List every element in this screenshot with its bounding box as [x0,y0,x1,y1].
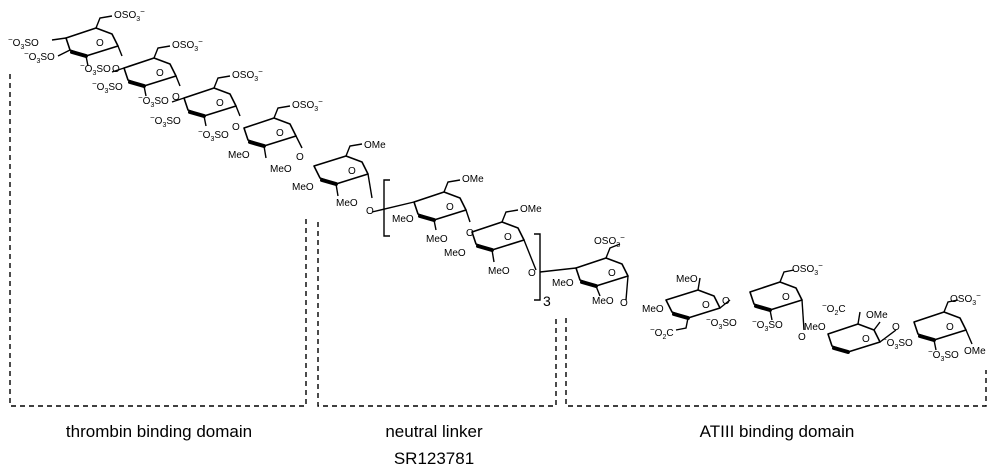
glycosidic-oxygen-label: O [620,298,628,309]
glycosidic-oxygen-label: O [528,268,536,279]
o3so-label: −O3SO [150,113,181,129]
ring-oxygen-label: O [348,166,356,177]
ring-8 [539,243,629,301]
domain-bracket-linker [317,222,557,407]
glycosidic-oxygen-label: O [172,92,180,103]
thrombin-domain-label: thrombin binding domain [66,422,252,441]
ome-label: OMe [462,174,484,185]
atom-labels: OSO3− −O3SO −O3SO O −O3SO O OSO3− O −O3S… [8,7,986,363]
ring-3 [171,75,241,127]
meo-label: MeO [804,322,826,333]
ring-6 [371,179,471,231]
glycosidic-oxygen-label: O [798,332,806,343]
o3so-label: −O3SO [882,335,913,351]
glycosidic-oxygen-label: O [466,228,474,239]
o3so-label: −O3SO [92,79,123,95]
oso3-label: OSO3− [950,291,981,307]
meo-label: MeO [228,150,250,161]
ring-oxygen-label: O [276,128,284,139]
oso3-label: OSO3− [792,261,823,277]
ring-2 [111,45,181,97]
domain-bracket-thrombin [9,74,307,407]
oso3-label: OSO3− [292,97,323,113]
o3so-label: −O3SO [198,127,229,143]
ring-oxygen-label: O [504,232,512,243]
ring-1 [51,15,123,67]
meo-label: MeO [270,164,292,175]
glycosidic-oxygen-label: O [232,122,240,133]
glycosidic-oxygen-label: O [296,152,304,163]
meo-label: MeO [426,234,448,245]
meo-label: MeO [552,278,574,289]
ring-9 [665,277,731,331]
meo-label: MeO [292,182,314,193]
ome-label: OMe [866,310,888,321]
ring-oxygen-label: O [946,322,954,333]
glycosidic-oxygen-label: O [112,64,120,75]
ring-oxygen-label: O [446,202,454,213]
repeat-count: 3 [543,293,551,309]
ring-oxygen-label: O [608,268,616,279]
compound-name: SR123781 [394,449,474,468]
ring-oxygen-label: O [216,98,224,109]
o3so-label: −O3SO [752,317,783,333]
o3so-label: −O3SO [24,49,55,65]
o3so-label: −O3SO [8,35,39,51]
ome-label: OMe [520,204,542,215]
o3so-label: −O3SO [706,315,737,331]
meo-label: MeO [488,266,510,277]
repeat-bracket: 3 [383,179,551,309]
ring-7 [471,209,537,271]
meo-label: MeO [642,304,664,315]
o3so-label: −O3SO [80,61,111,77]
o3so-label: −O3SO [138,93,169,109]
domain-bracket-atiii [565,318,987,407]
ring-oxygen-label: O [156,68,164,79]
ome-label: OMe [964,346,986,357]
glycosidic-oxygen-label: O [366,206,374,217]
oso3-label: OSO3− [172,37,203,53]
neutral-linker-label: neutral linker [385,422,483,441]
ring-oxygen-label: O [702,300,710,311]
carboxylate-label: −O2C [822,301,846,317]
glycosidic-oxygen-label: O [892,322,900,333]
oso3-label: OSO3− [232,67,263,83]
ring-oxygen-label: O [862,334,870,345]
ring-5 [313,143,373,199]
oso3-label: OSO3− [114,7,145,23]
ome-label: OMe [364,140,386,151]
meo-label: MeO [336,198,358,209]
ring-4 [243,105,303,159]
ring-oxygen-label: O [782,292,790,303]
ring-10 [749,269,805,331]
ring-12 [913,299,973,351]
oso3-label: OSO3− [594,233,625,249]
ring-oxygen-label: O [96,38,104,49]
meo-label: MeO [592,296,614,307]
meo-label: MeO [676,274,698,285]
atiii-domain-label: ATIII binding domain [700,422,855,441]
ring-11 [827,311,897,354]
carboxylate-label: −O2C [650,325,674,341]
o3so-label: −O3SO [928,347,959,363]
meo-label: MeO [392,214,414,225]
glycosidic-oxygen-label: O [722,296,730,307]
meo-label: MeO [444,248,466,259]
